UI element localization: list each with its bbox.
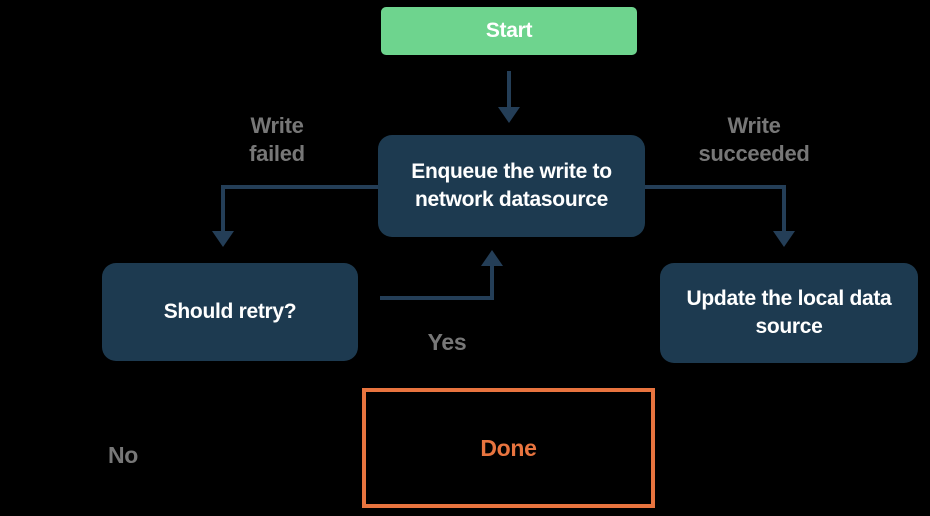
yes-label: Yes [427,329,467,355]
arrow-write-succeeded-horizontal-line [645,185,786,189]
done-node: Done [362,388,655,508]
enqueue-write-node: Enqueue the write to network datasource [378,135,645,237]
arrow-write-failed-horizontal-line [221,185,378,189]
arrow-yes-horizontal-line [380,296,494,300]
write-succeeded-label: Write succeeded [698,113,810,166]
arrow-write-succeeded-vertical-line [782,185,786,231]
should-retry-node: Should retry? [102,263,358,361]
arrowhead-down-icon [498,107,520,123]
arrow-write-failed-vertical-line [221,185,225,231]
start-node: Start [381,7,637,55]
arrowhead-up-icon [481,250,503,266]
arrowhead-down-icon [212,231,234,247]
no-label: No [107,442,139,468]
update-local-datasource-node: Update the local data source [660,263,918,363]
write-failed-label: Write failed [249,113,305,166]
arrowhead-down-icon [773,231,795,247]
arrow-start-to-enqueue-line [507,71,511,108]
arrow-yes-vertical-line [490,266,494,300]
